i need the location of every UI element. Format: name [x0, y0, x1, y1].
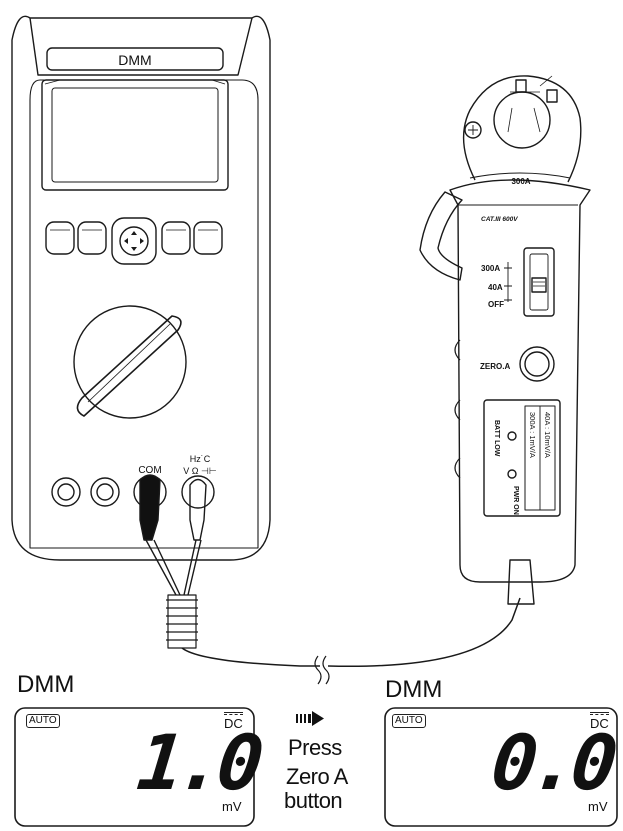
hazard-icon	[546, 89, 558, 103]
com-terminal-label: COM	[138, 465, 161, 476]
hazard-icon	[515, 79, 527, 93]
dmm-rotary-dial[interactable]	[73, 305, 187, 419]
reading-before: 1.0	[133, 718, 263, 807]
volt-terminal-label-top: Hz˙C	[190, 454, 211, 464]
dmm-outer-body	[11, 15, 271, 561]
zero-a-label: ZERO.A	[480, 362, 510, 371]
dc-mode-indicator: DC	[224, 712, 243, 730]
volt-terminal-label-bottom: V Ω ⊣⊢	[183, 466, 217, 476]
reading-after: 0.0	[487, 718, 617, 807]
lead-braid	[166, 594, 198, 649]
dmm-nav-pad[interactable]	[111, 217, 157, 265]
dmm-function-buttons[interactable]	[45, 221, 223, 255]
range-switch[interactable]	[504, 247, 555, 317]
clamp-meter	[419, 75, 591, 605]
volt-probe-plug	[189, 478, 207, 541]
dmm-title-plate	[46, 47, 224, 71]
pwr-on-label: PWR ON	[512, 486, 519, 515]
clamp-range-badge: 300A	[511, 177, 530, 186]
auto-badge: AUTO	[26, 714, 60, 728]
switch-pos-off: OFF	[488, 300, 504, 309]
com-probe-plug	[139, 474, 161, 541]
dmm-inner-face	[29, 79, 259, 549]
instruction-zero-a: Zero A	[286, 764, 348, 789]
dc-mode-text: DC	[224, 716, 243, 731]
dashed-right-arrow-icon	[296, 711, 324, 726]
unit-before: mV	[222, 799, 242, 814]
clamp-jaws	[462, 75, 582, 183]
clamp-cable-boot	[507, 559, 535, 605]
dmm-title-text: DMM	[118, 52, 151, 68]
unit-after: mV	[588, 799, 608, 814]
dmm-lcd-bezel	[41, 79, 229, 191]
batt-low-label: BATT LOW	[493, 420, 500, 457]
display-after-frame	[384, 707, 618, 827]
zero-a-button[interactable]	[519, 346, 555, 382]
lead-cable	[181, 647, 320, 667]
probe-leads	[139, 474, 521, 685]
switch-pos-300a: 300A	[481, 264, 500, 273]
display-after-title: DMM	[385, 676, 443, 703]
clamp-trigger	[419, 191, 463, 281]
clamp-body	[449, 179, 591, 583]
auto-badge: AUTO	[392, 714, 426, 728]
dc-mode-indicator: DC	[590, 712, 609, 730]
switch-pos-40a: 40A	[488, 283, 503, 292]
lcd-range-40: 40A : 10mV/A	[543, 412, 552, 458]
instruction-button: button	[284, 788, 343, 813]
display-before-title: DMM	[17, 671, 75, 698]
clamp-lcd-panel	[483, 399, 561, 517]
instruction-press: Press	[288, 735, 342, 760]
dc-mode-text: DC	[590, 716, 609, 731]
display-before-frame	[14, 707, 255, 827]
clamp-cat-rating: CAT.III 600V	[481, 216, 518, 223]
lcd-range-300: 300A : 1mV/A	[528, 412, 537, 458]
dmm-meter	[11, 15, 271, 561]
